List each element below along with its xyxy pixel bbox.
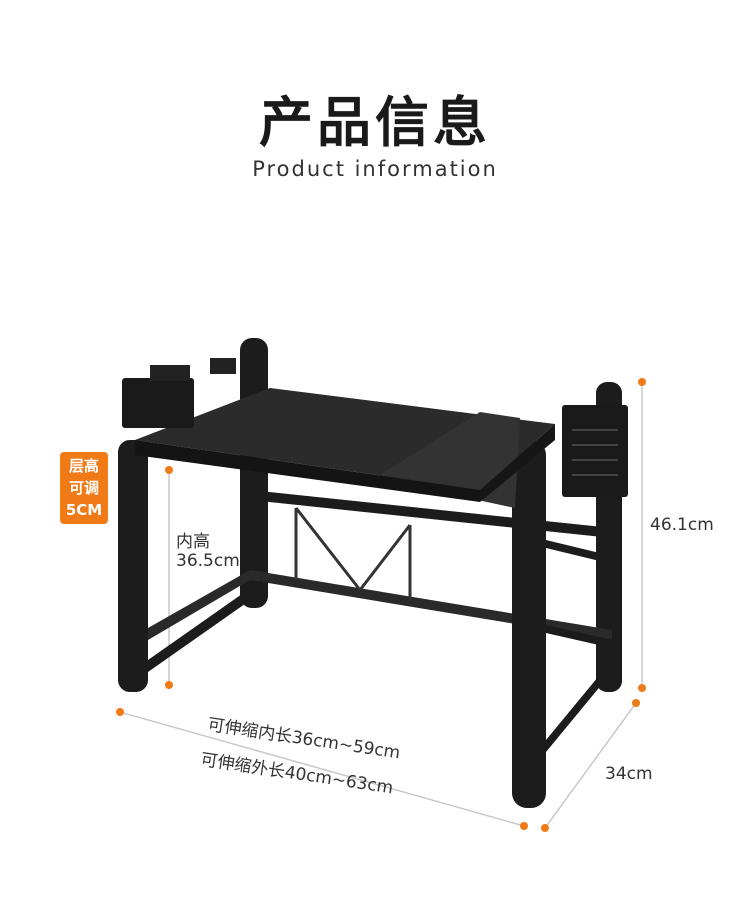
total-height-label: 46.1cm [650, 515, 714, 535]
shelf-rack [118, 338, 628, 808]
dimension-dots [116, 378, 646, 832]
badge-line-2: 可调 [68, 479, 99, 497]
dimension-lines [119, 382, 643, 829]
layer-height-badge: 层高 可调 5CM [60, 452, 108, 524]
inner-height-value: 36.5cm [176, 551, 240, 571]
inner-height-label: 内高 [176, 532, 210, 552]
page-title: 产品信息 [259, 91, 491, 154]
badge-line-1: 层高 [68, 457, 99, 475]
badge-line-3: 5CM [65, 501, 103, 519]
page-subtitle: Product information [252, 157, 498, 181]
depth-label: 34cm [605, 764, 653, 784]
